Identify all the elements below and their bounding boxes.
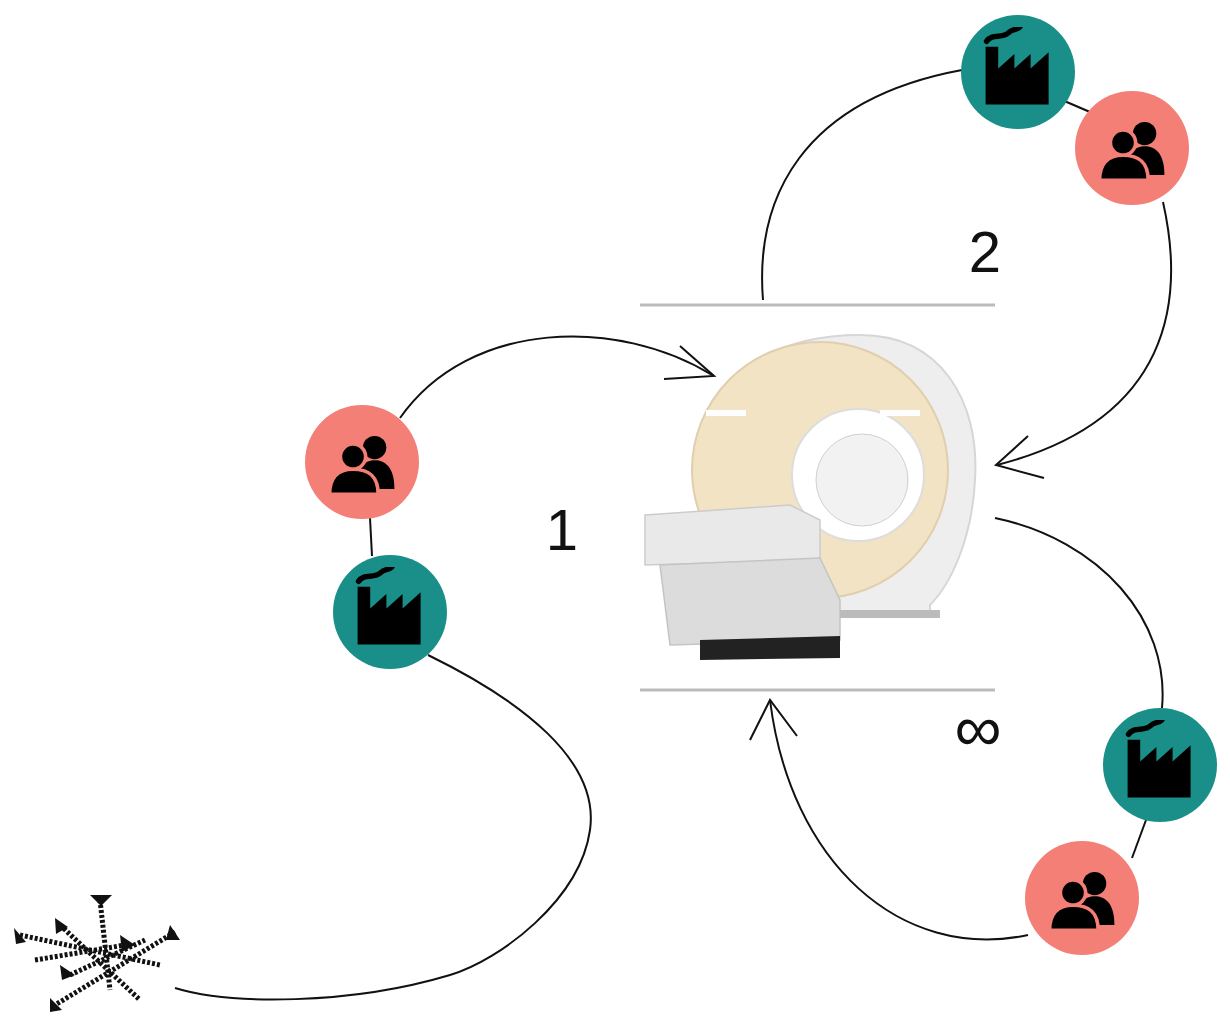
link-line xyxy=(1132,820,1146,858)
cycle-curves xyxy=(175,70,1171,999)
callout-number: 2 xyxy=(969,219,1001,284)
arrowhead xyxy=(996,436,1044,478)
mri-scanner xyxy=(645,335,975,660)
curve-loop-1 xyxy=(400,337,712,418)
curve-loop-2 xyxy=(997,202,1171,465)
factory-circle xyxy=(333,555,447,669)
frame-bar xyxy=(640,304,995,307)
factory-icon xyxy=(358,567,421,644)
people-circle xyxy=(305,405,419,519)
arrowhead xyxy=(664,346,714,379)
factory-circle xyxy=(1103,708,1217,822)
label-slot: 2 xyxy=(969,223,1001,281)
factory-icon xyxy=(1128,720,1191,797)
curve-loop-infinity xyxy=(995,518,1163,708)
actor-circles xyxy=(305,15,1217,955)
people-icon xyxy=(1100,122,1165,180)
callout-number: ∞ xyxy=(954,691,1001,765)
arrowhead xyxy=(750,700,797,740)
screws-pile xyxy=(20,900,175,1005)
callout-number: 1 xyxy=(546,497,578,562)
people-circle xyxy=(1025,841,1139,955)
people-circle xyxy=(1075,91,1189,205)
label-slot: 1 xyxy=(546,501,578,559)
factory-icon xyxy=(986,27,1049,104)
screw-heads xyxy=(14,895,180,1012)
people-icon xyxy=(330,436,395,495)
frame-bars xyxy=(640,305,995,690)
factory-circle xyxy=(961,15,1075,129)
curve-loop-2 xyxy=(762,70,962,300)
label-slot: ∞ xyxy=(954,695,1001,761)
curve-supply xyxy=(175,655,591,999)
people-icon xyxy=(1050,872,1115,931)
link-line xyxy=(370,518,372,556)
frame-bar xyxy=(640,689,995,692)
